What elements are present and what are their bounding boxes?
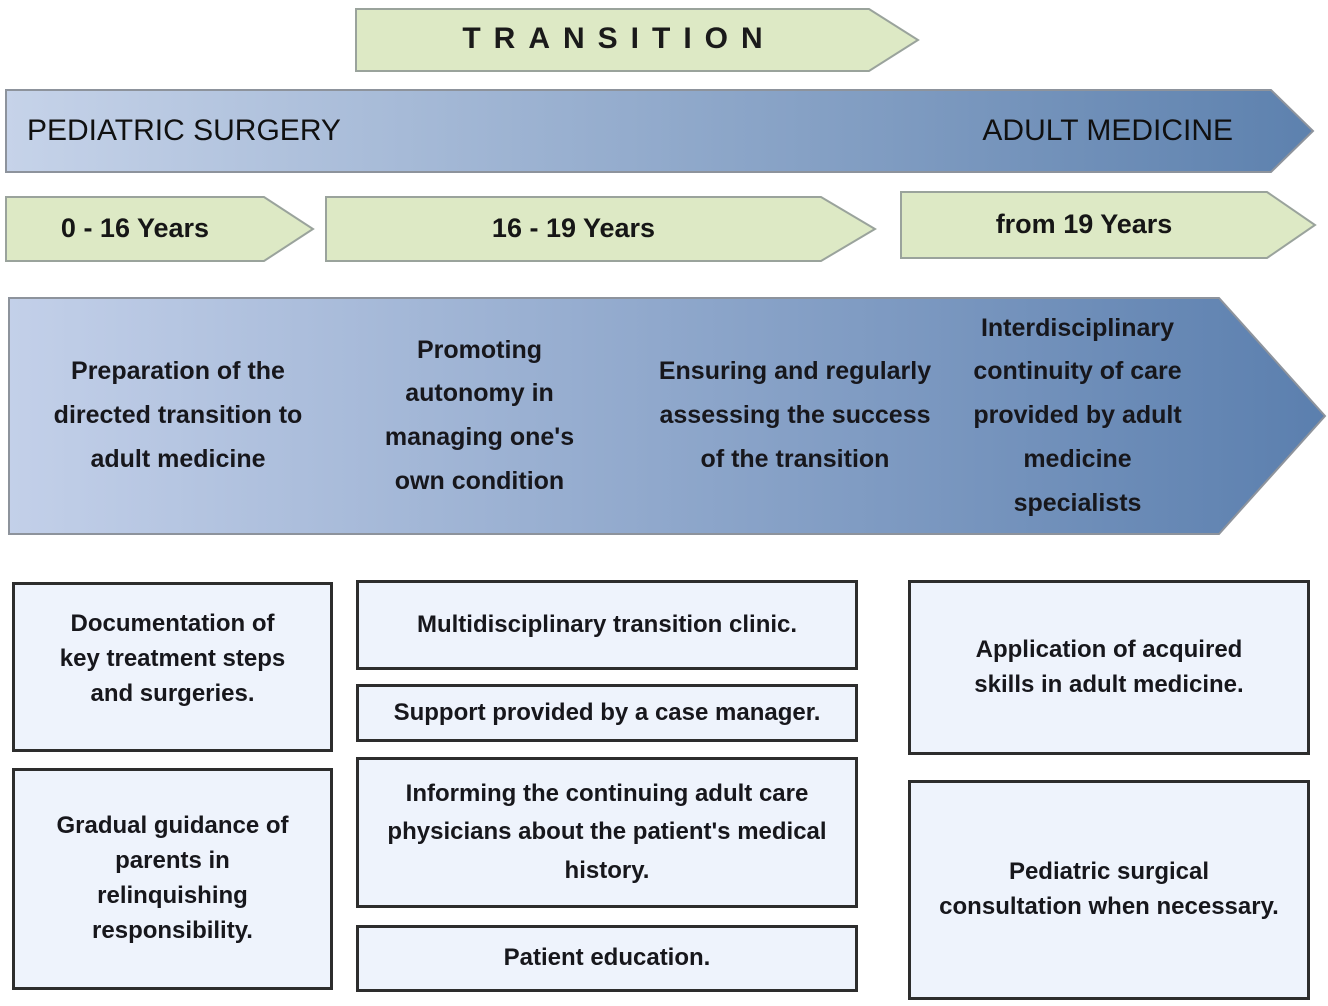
transition-arrow-label: TRANSITION bbox=[462, 22, 776, 55]
phase-preparation-label: Preparation of the directed transition t… bbox=[53, 357, 303, 473]
phase-continuity-label: Interdisciplinary continuity of care pro… bbox=[973, 313, 1182, 517]
box-case-manager: Support provided by a case manager. bbox=[356, 684, 858, 742]
box-informing-physicians: Informing the continuing adult care phys… bbox=[356, 757, 858, 908]
age-arrow-16-19-shape bbox=[325, 196, 877, 262]
adult-medicine-label: ADULT MEDICINE bbox=[982, 114, 1233, 147]
box-pediatric-consultation: Pediatric surgical consultation when nec… bbox=[908, 780, 1310, 1000]
pediatric-surgery-label: PEDIATRIC SURGERY bbox=[27, 114, 341, 147]
age-arrow-from-19-shape bbox=[900, 191, 1317, 259]
transition-arrow-shape bbox=[355, 8, 920, 72]
age-arrow-0-16-shape bbox=[5, 196, 315, 262]
phase-assessing-label: Ensuring and regularly assessing the suc… bbox=[658, 357, 932, 473]
main-banner-shape bbox=[5, 89, 1315, 173]
age-arrow-16-19-label: 16 - 19 Years bbox=[491, 212, 656, 243]
phase-arrow-shape bbox=[8, 297, 1327, 535]
box-application-skills: Application of acquired skills in adult … bbox=[908, 580, 1310, 755]
box-gradual-guidance: Gradual guidance of parents in relinquis… bbox=[12, 768, 333, 990]
phase-autonomy-label: Promoting autonomy in managing one's own… bbox=[384, 335, 575, 495]
age-arrow-0-16-label: 0 - 16 Years bbox=[60, 212, 210, 243]
box-transition-clinic: Multidisciplinary transition clinic. bbox=[356, 580, 858, 670]
box-patient-education: Patient education. bbox=[356, 925, 858, 992]
box-documentation: Documentation of key treatment steps and… bbox=[12, 582, 333, 752]
age-arrow-from-19-label: from 19 Years bbox=[995, 208, 1173, 239]
